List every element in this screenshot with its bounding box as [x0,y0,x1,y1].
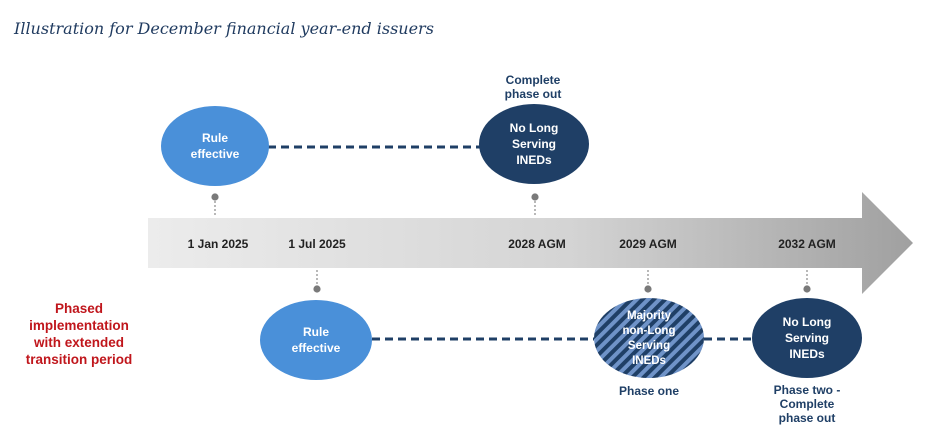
bottom-end-line-3: INEDs [789,347,825,361]
bottom-rule-line-1: Rule [303,325,329,339]
phased-label-line-4: transition period [26,352,133,367]
mid-node-line-4: INEDs [632,355,666,367]
complete-phase-out-heading-1: Complete [506,73,561,87]
mid-node-line-1: Majority [627,310,672,322]
pin-top-2 [531,193,539,216]
bottom-end-line-1: No Long [783,315,832,329]
bottom-no-long-serving-node: No Long Serving INEDs [752,298,862,378]
top-end-line-3: INEDs [516,153,552,167]
date-label-1: 1 Jan 2025 [188,237,249,251]
phase-two-caption-2: Complete [780,397,835,411]
majority-non-long-serving-node: Majority non-Long Serving INEDs [594,298,704,378]
bottom-rule-line-2: effective [292,341,341,355]
pin-top-1 [211,193,219,216]
timeline-arrow [148,192,913,294]
caption: Illustration for December financial year… [14,19,434,38]
complete-phase-out-heading-2: phase out [505,87,562,101]
phased-label-line-3: with extended [33,335,124,350]
top-rule-line-1: Rule [202,131,228,145]
pin-bottom-3 [803,270,811,293]
top-end-line-1: No Long [510,121,559,135]
bottom-rule-effective-node: Rule effective [260,300,372,380]
top-end-line-2: Serving [512,137,556,151]
pin-bottom-1 [313,270,321,293]
phased-label-line-2: implementation [29,318,129,333]
phase-one-caption: Phase one [619,384,679,398]
date-label-5: 2032 AGM [778,237,836,251]
mid-node-line-2: non-Long [622,325,675,337]
top-no-long-serving-node: No Long Serving INEDs [479,104,589,184]
bottom-end-line-2: Serving [785,331,829,345]
top-rule-effective-node: Rule effective [161,106,269,186]
date-label-3: 2028 AGM [508,237,566,251]
mid-node-line-3: Serving [628,340,670,352]
date-label-4: 2029 AGM [619,237,677,251]
phase-two-caption-1: Phase two - [774,383,841,397]
phase-two-caption-3: phase out [779,411,836,425]
top-rule-line-2: effective [191,147,240,161]
phased-label-line-1: Phased [55,301,103,316]
date-label-2: 1 Jul 2025 [288,237,346,251]
pin-bottom-2 [644,270,652,293]
